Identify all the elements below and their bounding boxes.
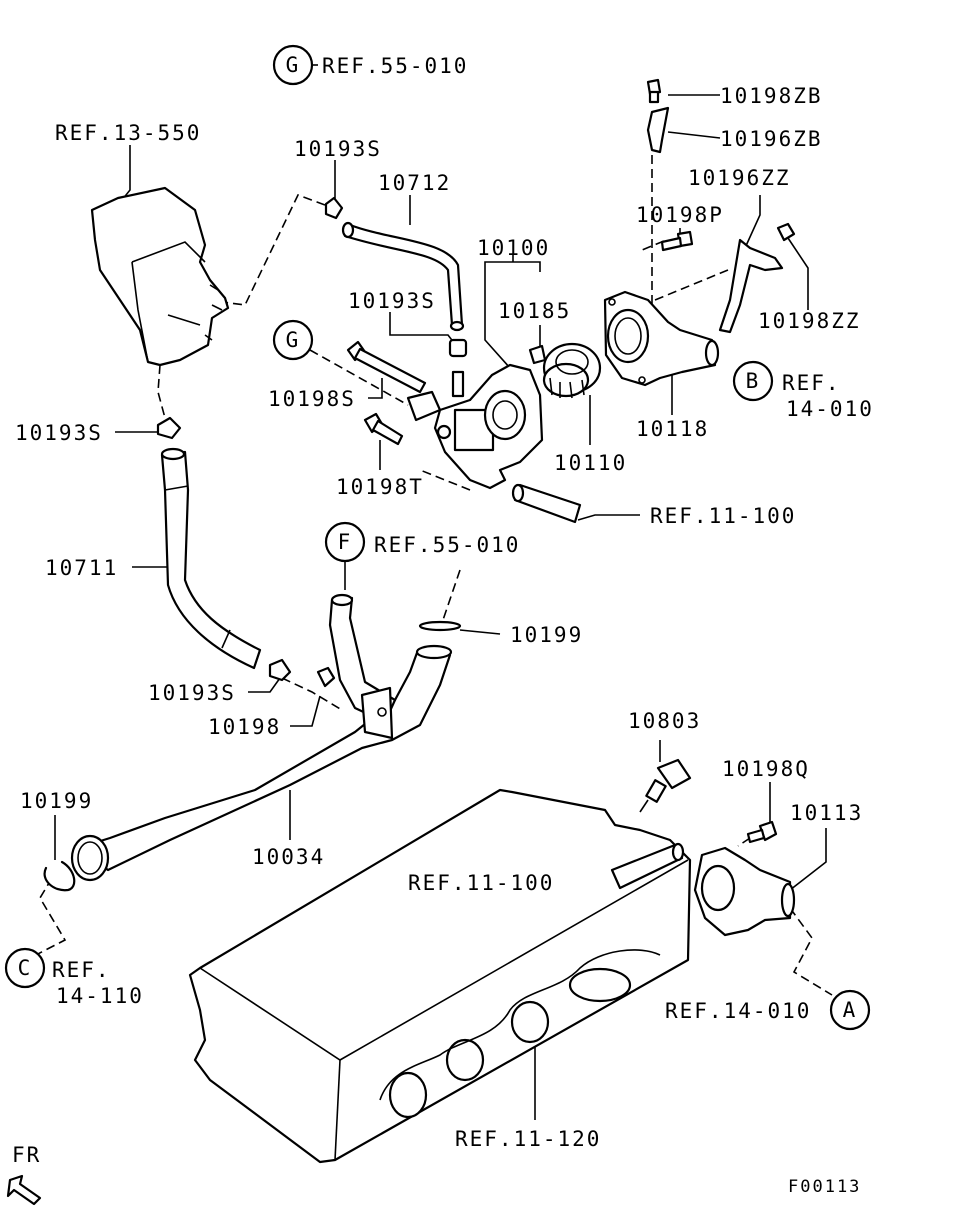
- clamp-10193s-low: [268, 658, 292, 682]
- thermostat-10110: [542, 342, 602, 399]
- ref-b-line1: REF.: [782, 371, 841, 395]
- pipe-stub-lower: [610, 842, 685, 890]
- label-10193s-mid: 10193S: [348, 289, 436, 313]
- marker-g-top-label: G: [286, 53, 301, 77]
- label-10100: 10100: [477, 236, 550, 260]
- bolt-10198zb: [646, 78, 662, 104]
- label-10199-right: 10199: [510, 623, 583, 647]
- part-10185: [528, 344, 547, 365]
- water-outlet-10113: [693, 846, 796, 937]
- outlet-fitting-10118: [603, 290, 720, 387]
- marker-c-label: C: [18, 956, 33, 980]
- label-10198zb: 10198ZB: [720, 84, 823, 108]
- marker-g-mid: [272, 319, 314, 361]
- label-10118: 10118: [636, 417, 709, 441]
- label-10198: 10198: [208, 715, 281, 739]
- cylinder-head: [188, 788, 692, 1164]
- bolt-10198s: [346, 340, 427, 394]
- label-10711: 10711: [45, 556, 118, 580]
- label-10199-left: 10199: [20, 789, 93, 813]
- air-cleaner-housing: [90, 186, 230, 367]
- label-10034: 10034: [252, 845, 325, 869]
- label-10198t: 10198T: [336, 475, 424, 499]
- ref-11-120: REF.11-120: [455, 1127, 601, 1151]
- clamp-10193s-top: [324, 196, 344, 220]
- marker-g-mid-label: G: [286, 328, 301, 352]
- marker-a: [829, 989, 871, 1031]
- parts-artwork: [6, 78, 796, 1206]
- marker-g-top: [272, 44, 314, 86]
- marker-b-label: B: [746, 369, 761, 393]
- oring-10199-right: [418, 620, 462, 632]
- clamp-10193s-mid: [448, 338, 468, 358]
- ref-11-100-upper: REF.11-100: [650, 504, 796, 528]
- ref-a: REF.14-010: [665, 999, 811, 1023]
- bracket-10196zb: [646, 106, 670, 154]
- label-10198s: 10198S: [268, 387, 356, 411]
- label-10712: 10712: [378, 171, 451, 195]
- bolt-10198t: [363, 412, 404, 446]
- label-10193s-left: 10193S: [15, 421, 103, 445]
- marker-f-label: F: [338, 530, 353, 554]
- bolt-10198q: [746, 820, 778, 844]
- label-10198zz: 10198ZZ: [758, 309, 861, 333]
- clamp-10193s-left: [156, 416, 182, 440]
- bracket-10196zz: [718, 238, 784, 334]
- water-pipe-10034: [70, 593, 453, 882]
- marker-a-label: A: [843, 998, 858, 1022]
- label-10198p: 10198P: [636, 203, 724, 227]
- leader-lines: [29, 64, 833, 1120]
- pipe-stub-upper: [511, 483, 582, 524]
- ref-11-100-lower: REF.11-100: [408, 871, 554, 895]
- ref-f: REF.55-010: [374, 533, 520, 557]
- circle-markers: G G B F C A: [4, 44, 871, 1031]
- label-10196zb: 10196ZB: [720, 127, 823, 151]
- label-10193s-top: 10193S: [294, 137, 382, 161]
- orientation-label: FR: [12, 1143, 41, 1167]
- marker-f: [324, 521, 366, 563]
- snap-ring-10199-left: [43, 860, 76, 892]
- label-10198q: 10198Q: [722, 757, 810, 781]
- front-direction-arrow: [6, 1174, 42, 1206]
- hose-10711: [160, 447, 262, 670]
- ref-c-line2: 14-110: [56, 984, 144, 1008]
- inlet-housing-10100: [406, 363, 544, 490]
- label-10803: 10803: [628, 709, 701, 733]
- ref-g-top: REF.55-010: [322, 54, 468, 78]
- ref-b-line2: 14-010: [786, 397, 874, 421]
- sensor-10803: [639, 758, 692, 813]
- label-10110: 10110: [554, 451, 627, 475]
- ref-c-line1: REF.: [52, 958, 111, 982]
- label-10185: 10185: [498, 299, 571, 323]
- label-10196zz: 10196ZZ: [688, 166, 791, 190]
- bolt-10198zz: [776, 222, 796, 242]
- callout-labels: REF.55-010 REF.13-550 10198ZB 10196ZB 10…: [12, 54, 874, 1197]
- hose-10712: [341, 221, 465, 332]
- marker-c: [4, 947, 46, 989]
- marker-b: [732, 360, 774, 402]
- figure-code: F00113: [788, 1177, 861, 1197]
- label-10193s-low: 10193S: [148, 681, 236, 705]
- bolt-10198p: [660, 230, 694, 252]
- bolt-10198: [316, 666, 336, 688]
- label-10113: 10113: [790, 801, 863, 825]
- ref-13-550: REF.13-550: [55, 121, 201, 145]
